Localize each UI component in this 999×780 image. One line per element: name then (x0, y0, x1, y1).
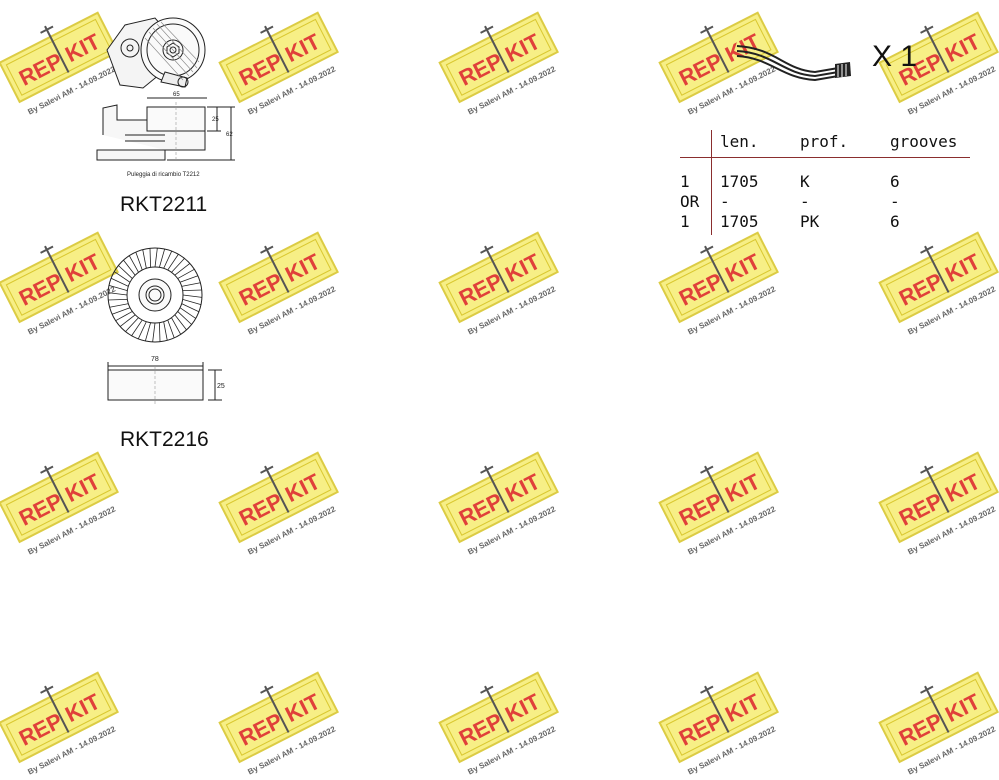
pulley-rib (109, 303, 129, 308)
pulley-rib (158, 322, 161, 342)
table-cell: 6 (890, 212, 900, 231)
pulley-rib (111, 307, 131, 315)
pulley-rib (137, 321, 147, 340)
pulley-rib (182, 289, 202, 292)
table-cell: 1 (680, 212, 690, 231)
pulley-rib (179, 307, 196, 319)
pulley-rib (135, 251, 143, 271)
pulley-rib (154, 248, 158, 268)
dim-width: 25 (217, 383, 225, 390)
dim-diameter: 78 (151, 356, 159, 363)
table-cell: 1705 (720, 172, 759, 191)
pulley-rib (177, 268, 195, 279)
pulley-rib (163, 250, 173, 269)
pulley-rib (108, 284, 128, 292)
belt-spec-table: len. prof. grooves 1 1705 K 6 OR - - - 1… (680, 128, 970, 238)
pulley-rib (119, 314, 136, 327)
table-cell: 1 (680, 172, 690, 191)
tensioner-caption: Puleggia di ricambio T2212 (127, 172, 200, 178)
part-code-rkt2216: RKT2216 (120, 428, 209, 451)
pulley-rib (171, 317, 182, 335)
table-cell: - (890, 192, 900, 211)
pulley-rib (163, 321, 168, 341)
pulley-rib (131, 319, 143, 336)
table-cell: OR (680, 192, 700, 211)
table-cell: - (720, 192, 730, 211)
pulley-rib (167, 319, 175, 339)
pulley-rib (177, 311, 192, 325)
pulley-rib (182, 294, 202, 298)
pulley-rib (158, 248, 166, 268)
pulley-rib (110, 277, 129, 287)
pulley-rib (171, 258, 185, 273)
pulley-rib (115, 311, 133, 322)
ribbed-belt-drawing (735, 40, 855, 90)
pulley-rib (181, 303, 200, 313)
pulley-rib (128, 255, 139, 273)
pulley-rib (142, 249, 147, 269)
pulley-rib (174, 314, 187, 331)
pulley-rib (108, 292, 128, 296)
table-cell: K (800, 172, 810, 191)
pulley-rib (144, 322, 152, 342)
table-cell: PK (800, 212, 820, 231)
part-code-rkt2211: RKT2211 (120, 193, 208, 216)
pulley-rib (118, 265, 133, 279)
table-cell: 1705 (720, 212, 759, 231)
pulley-rib (114, 271, 131, 283)
pulley-rib (167, 254, 179, 271)
table-column-rule (711, 130, 712, 235)
pulley-rib (149, 248, 152, 268)
pulley-rib (123, 259, 136, 276)
pulley-rib (182, 298, 202, 306)
table-header-rule (680, 157, 970, 158)
pulley-rib (152, 322, 156, 342)
tensioner-drawing: 65 25 62 (95, 10, 245, 180)
dim-height-total: 62 (226, 132, 233, 138)
table-header-prof: prof. (800, 132, 849, 151)
pulley-rib (174, 263, 191, 276)
table-header-grooves: grooves (890, 132, 958, 151)
pulley-rib (125, 317, 139, 332)
pulley-rib (181, 282, 201, 287)
table-cell: - (800, 192, 810, 211)
table-header-len: len. (720, 132, 759, 151)
table-cell: 6 (890, 172, 900, 191)
pulley-rib (179, 275, 199, 283)
idler-pulley-drawing: 78 25 (100, 238, 240, 413)
dim-width: 65 (173, 92, 180, 98)
belt-quantity: X 1 (872, 40, 918, 73)
pulley-rib (108, 298, 128, 301)
dim-height-top: 25 (212, 117, 219, 123)
